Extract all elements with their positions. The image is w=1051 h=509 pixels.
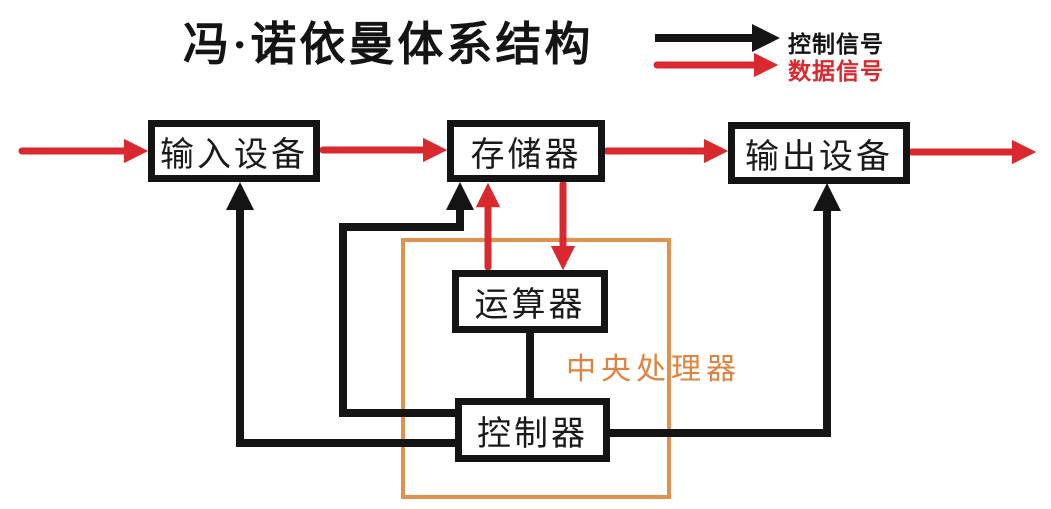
- control-arrow-controller-to-input: [226, 182, 455, 447]
- control-unit-box: 控制器: [455, 398, 610, 462]
- output-device-box: 输出设备: [728, 122, 910, 184]
- cpu-boundary-box: [401, 238, 671, 499]
- cpu-label: 中央处理器: [566, 353, 741, 386]
- alu-box: 运算器: [452, 270, 608, 333]
- input-device-label: 输入设备: [160, 136, 308, 174]
- memory-box: 存储器: [447, 120, 605, 182]
- output-device-label: 输出设备: [745, 138, 893, 176]
- legend-control-signal-label: 控制信号: [788, 32, 884, 57]
- control-arrow-controller-to-memory: [339, 182, 474, 417]
- alu-label: 运算器: [474, 287, 586, 324]
- memory-label: 存储器: [470, 136, 582, 174]
- input-device-box: 输入设备: [148, 120, 320, 182]
- diagram-title: 冯·诺依曼体系结构: [183, 19, 594, 70]
- control-arrow-controller-to-output: [610, 183, 841, 437]
- control-unit-label: 控制器: [477, 415, 588, 453]
- legend-data-signal-label: 数据信号: [788, 59, 884, 84]
